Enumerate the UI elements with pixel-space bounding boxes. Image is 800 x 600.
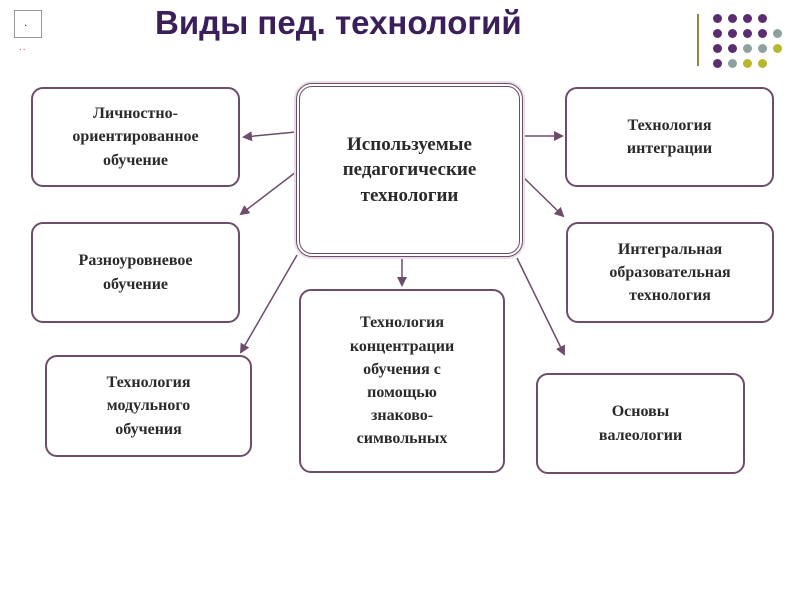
arrow-to-integral: [521, 175, 565, 218]
decorative-dot: [713, 59, 722, 68]
node-label: Личностно- ориентированное обучение: [72, 105, 199, 169]
center-node-label: Используемые педагогические технологии: [342, 133, 477, 206]
decorative-dot: [773, 29, 782, 38]
arrow-to-multilevel: [239, 171, 297, 216]
slide-title: Виды пед. технологий: [155, 4, 522, 41]
node-valeology: Основы валеологии: [536, 373, 745, 474]
decorative-dot: [713, 14, 722, 23]
node-label: Основы валеологии: [598, 403, 683, 444]
decorative-dot: [728, 14, 737, 23]
decorative-dot: [743, 59, 752, 68]
node-multilevel: Разноуровневое обучение: [31, 222, 240, 323]
decorative-dot: [713, 29, 722, 38]
node-label: Технология концентрации обучения с помощ…: [349, 314, 455, 448]
corner-mark: .: [24, 15, 28, 29]
arrow-to-modular: [240, 254, 298, 354]
decorative-dot: [728, 44, 737, 53]
node-concentration: Технология концентрации обучения с помощ…: [299, 289, 505, 473]
decorative-dot: [758, 59, 767, 68]
decorative-dot: [743, 44, 752, 53]
decorative-dot: [758, 29, 767, 38]
decorative-dot: [758, 44, 767, 53]
arrow-to-valeology: [516, 257, 565, 356]
decorative-dot: [713, 44, 722, 53]
node-personal-oriented: Личностно- ориентированное обучение: [31, 87, 240, 187]
node-integral: Интегральная образовательная технология: [566, 222, 774, 323]
decorative-dot: [743, 14, 752, 23]
decorative-dot: [743, 29, 752, 38]
arrow-to-personal: [242, 131, 297, 142]
decorative-dot: [773, 44, 782, 53]
decorative-dot: [758, 14, 767, 23]
decorative-dot: [728, 29, 737, 38]
node-label: Интегральная образовательная технология: [609, 240, 731, 305]
decorative-line: [697, 14, 699, 66]
node-integration: Технология интеграции: [565, 87, 774, 187]
node-modular: Технология модульного обучения: [45, 355, 252, 457]
center-node: Используемые педагогические технологии: [296, 83, 523, 257]
slide-corner-box: .: [14, 10, 42, 38]
node-label: Технология модульного обучения: [106, 374, 191, 438]
node-label: Разноуровневое обучение: [78, 252, 193, 293]
decorative-dot: [728, 59, 737, 68]
node-label: Технология интеграции: [626, 116, 713, 157]
corner-dots: ..: [19, 42, 27, 53]
